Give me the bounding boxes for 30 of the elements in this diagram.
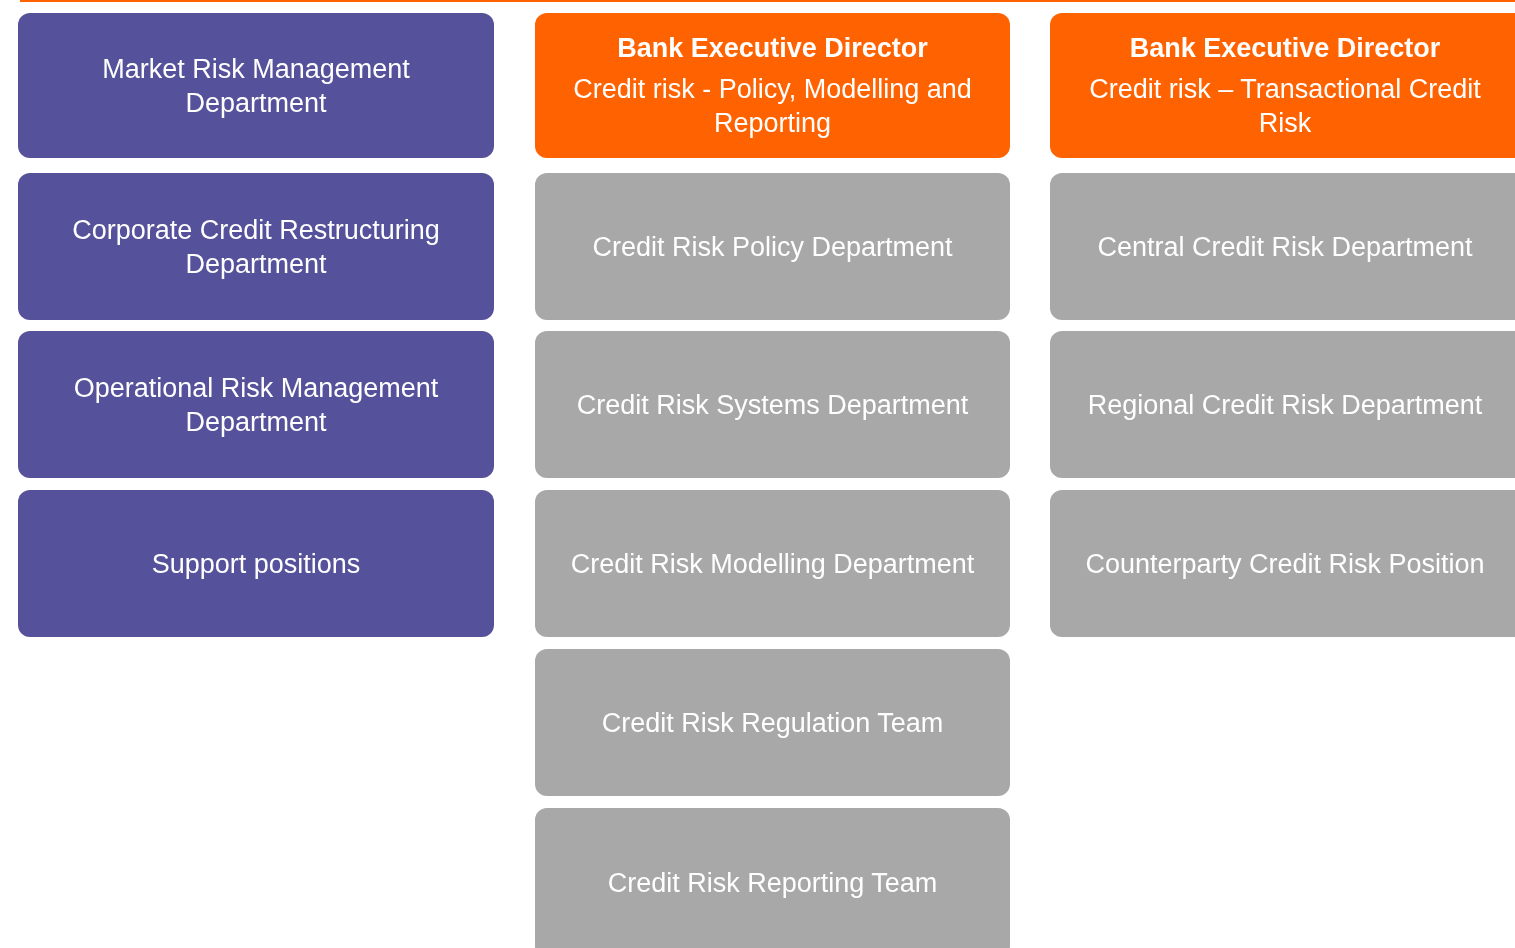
director-box: [535, 13, 1010, 158]
department-name: Support positions: [151, 547, 361, 581]
department-name: Credit Risk Policy Department: [592, 230, 953, 264]
department-box: [18, 173, 494, 320]
department-box: [1050, 490, 1515, 637]
director-title: Bank Executive Director: [1129, 31, 1441, 64]
department-name: Credit risk - Policy, Modelling and Reporting: [572, 72, 973, 140]
department-box: [1050, 173, 1515, 320]
department-box: [535, 649, 1010, 796]
director-title: Bank Executive Director: [617, 31, 928, 64]
department-name: Central Credit Risk Department: [1097, 230, 1473, 264]
department-name: Corporate Credit Restructuring Department: [71, 213, 441, 281]
department-name: Counterparty Credit Risk Position: [1085, 547, 1485, 581]
department-box: [535, 808, 1010, 948]
department-box: [18, 331, 494, 478]
department-box: [535, 331, 1010, 478]
department-box: [535, 173, 1010, 320]
department-box: [1050, 331, 1515, 478]
department-name: Credit risk – Transactional Credit Risk: [1088, 72, 1482, 140]
department-box: [18, 13, 494, 158]
department-name: Credit Risk Systems Department: [576, 388, 969, 422]
department-box: [18, 490, 494, 637]
department-name: Market Risk Management Department: [101, 52, 411, 120]
department-name: Credit Risk Regulation Team: [601, 706, 944, 740]
department-name: Regional Credit Risk Department: [1087, 388, 1483, 422]
director-box: [1050, 13, 1515, 158]
department-name: Credit Risk Modelling Department: [570, 547, 975, 581]
department-name: Operational Risk Management Department: [72, 371, 440, 439]
department-name: Credit Risk Reporting Team: [607, 867, 938, 900]
department-box: [535, 490, 1010, 637]
